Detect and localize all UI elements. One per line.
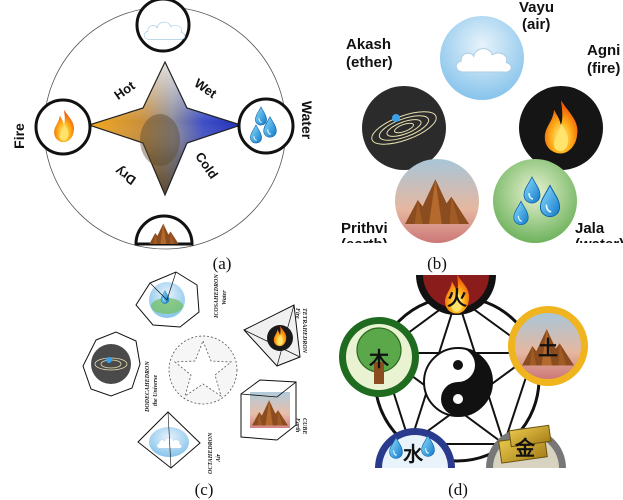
fire-node bbox=[34, 98, 92, 156]
earth-node bbox=[134, 214, 194, 246]
dodecahedron-name: DODECAHEDRON bbox=[145, 361, 151, 413]
prithvi-name: Prithvi bbox=[341, 220, 388, 237]
octahedron-element: Air bbox=[216, 453, 222, 463]
phase-wood: 木 bbox=[339, 317, 419, 397]
akash-name: Akash bbox=[346, 36, 391, 53]
glyph-water: 水 bbox=[403, 442, 424, 466]
orbit-icon bbox=[106, 357, 112, 363]
phase-water: 水 bbox=[375, 428, 455, 468]
panel-d: 火 土 金 水 木 (d) bbox=[339, 274, 588, 499]
cube-element: Earth bbox=[294, 417, 300, 433]
icosahedron-name: ICOSAHEDRON bbox=[214, 274, 220, 319]
dodecahedron-element: the Universe bbox=[153, 375, 159, 407]
octahedron: OCTAHEDRON Air bbox=[137, 411, 222, 474]
cube-name: CUBE bbox=[301, 418, 307, 434]
caption-d: (d) bbox=[448, 480, 468, 499]
phase-fire: 火 bbox=[416, 274, 496, 315]
agni-disc bbox=[519, 86, 603, 170]
orbit-icon bbox=[392, 114, 400, 122]
water-node bbox=[237, 97, 295, 155]
dry-label: Dry bbox=[112, 163, 139, 188]
tetrahedron: TETRAHEDRON Fire bbox=[243, 304, 307, 367]
prithvi-disc bbox=[395, 159, 479, 243]
icosahedron-element: Water bbox=[222, 290, 228, 305]
wet-label: Wet bbox=[192, 75, 220, 101]
cold-label: Cold bbox=[192, 149, 221, 181]
cube: CUBE Earth bbox=[240, 379, 307, 441]
glyph-fire: 火 bbox=[447, 286, 468, 310]
phase-metal: 金 bbox=[486, 424, 566, 468]
octahedron-name: OCTAHEDRON bbox=[208, 432, 214, 474]
glyph-metal: 金 bbox=[514, 436, 536, 460]
jala-disc bbox=[493, 159, 577, 243]
icosahedron: ICOSAHEDRON Water bbox=[135, 271, 228, 328]
water-label: Water bbox=[299, 101, 315, 140]
glyph-earth: 土 bbox=[538, 336, 558, 360]
tetrahedron-name: TETRAHEDRON bbox=[301, 308, 307, 354]
agni-gloss: (fire) bbox=[587, 60, 620, 77]
air-node bbox=[135, 0, 191, 53]
glyph-wood: 木 bbox=[368, 347, 390, 371]
caption-a: (a) bbox=[213, 254, 232, 273]
agni-name: Agni bbox=[587, 42, 620, 59]
vayu-name: Vayu bbox=[519, 0, 554, 16]
star-icon bbox=[173, 339, 233, 397]
vayu-gloss: (air) bbox=[522, 16, 550, 33]
vayu-disc bbox=[440, 16, 524, 100]
dodecahedron: DODECAHEDRON the Universe bbox=[82, 331, 159, 413]
akash-gloss: (ether) bbox=[346, 54, 393, 71]
yin-yang-icon bbox=[423, 347, 493, 417]
panel-c: ICOSAHEDRON Water TETRAHEDRON Fire DODEC… bbox=[82, 271, 307, 499]
hot-label: Hot bbox=[111, 78, 138, 103]
caption-c: (c) bbox=[195, 480, 214, 499]
jala-name: Jala bbox=[575, 220, 605, 237]
fire-label: Fire bbox=[11, 123, 27, 149]
panel-a: Fire Water Hot Wet Dry Cold (a) bbox=[11, 0, 315, 273]
tetrahedron-element: Fire bbox=[294, 308, 300, 319]
panel-b: Vayu (air) Akash (ether) Agni (fire) Pri… bbox=[330, 0, 623, 273]
akash-disc bbox=[362, 86, 446, 170]
caption-b: (b) bbox=[427, 254, 447, 273]
phase-earth: 土 bbox=[508, 306, 588, 386]
